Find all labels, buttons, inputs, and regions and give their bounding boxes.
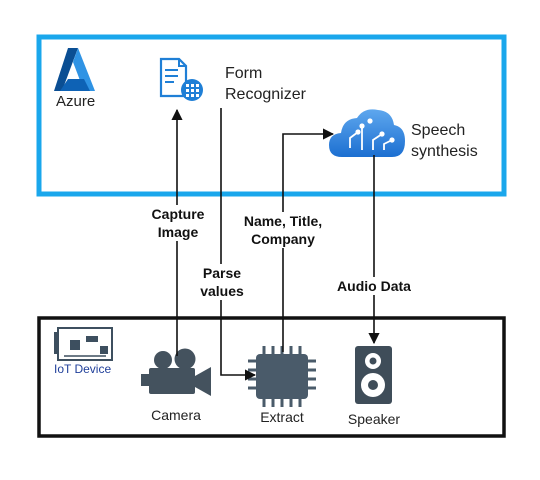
parse-values-arrow <box>220 108 257 381</box>
camera-label: Camera <box>151 407 201 423</box>
iot-device-board-icon <box>54 327 113 361</box>
extract-label: Extract <box>260 409 304 425</box>
form-recognizer-icon <box>159 57 203 101</box>
speech-synthesis-cloud-icon <box>329 109 405 157</box>
speaker-icon <box>355 346 392 404</box>
azure-logo-icon <box>54 48 95 91</box>
name-title-company-label: Name, Title, Company <box>236 212 330 248</box>
iot-device-boundary <box>37 316 506 438</box>
extract-chip-icon <box>248 346 316 407</box>
audio-data-label: Audio Data <box>328 277 420 295</box>
capture-image-label: Capture Image <box>142 205 214 241</box>
azure-label: Azure <box>56 93 96 110</box>
speaker-label: Speaker <box>347 411 401 427</box>
camera-icon <box>141 348 211 396</box>
name-title-company-arrow <box>282 128 335 352</box>
iot-device-label: IoT Device <box>54 362 112 376</box>
parse-values-label: Parse values <box>196 264 248 300</box>
speech-synthesis-label: Speech synthesis <box>411 122 478 160</box>
azure-boundary <box>36 34 507 197</box>
form-recognizer-label: Form Recognizer <box>225 65 306 103</box>
